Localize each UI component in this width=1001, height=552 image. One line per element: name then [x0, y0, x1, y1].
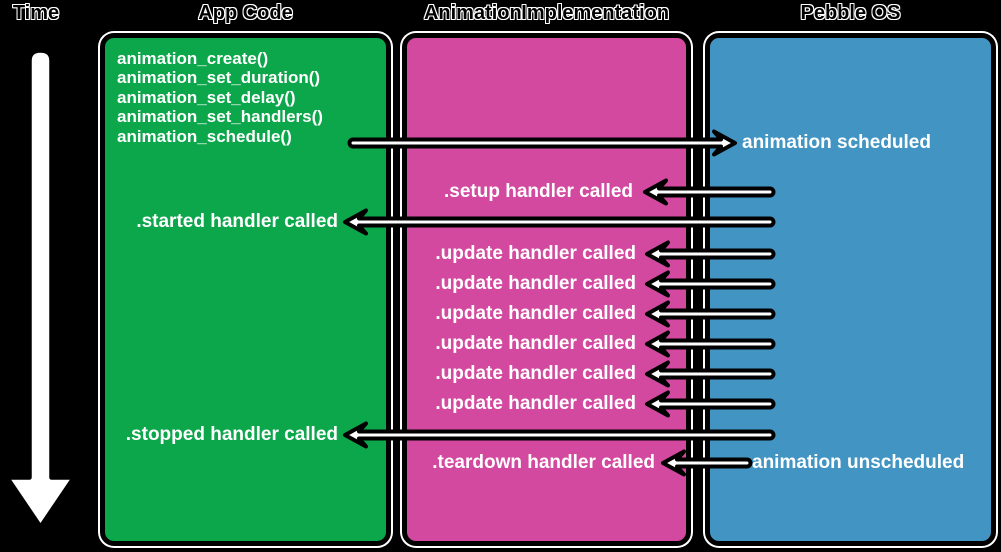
- event-label-app: .started handler called: [136, 211, 338, 232]
- event-label-os: animation scheduled: [742, 132, 931, 153]
- event-label-impl: .update handler called: [435, 273, 636, 294]
- column-header-pebble-os: Pebble OS: [800, 2, 901, 24]
- api-call-line: animation_set_handlers(): [117, 107, 323, 127]
- event-label-impl: .teardown handler called: [432, 452, 655, 473]
- event-label-impl: .update handler called: [435, 243, 636, 264]
- column-header-app-code: App Code: [198, 2, 293, 24]
- event-label-impl: .update handler called: [435, 363, 636, 384]
- api-call-line: animation_schedule(): [117, 126, 292, 146]
- time-down-arrow: [4, 48, 77, 530]
- event-label-impl: .update handler called: [435, 333, 636, 354]
- event-label-os: animation unscheduled: [752, 452, 965, 473]
- column-header-animation-implementation: Animation Implementation: [423, 2, 670, 24]
- event-label-impl: .update handler called: [435, 393, 636, 414]
- animation-implementation-column-box: [402, 33, 691, 546]
- api-call-line: animation_set_delay(): [117, 87, 296, 107]
- api-call-line: animation_set_duration(): [117, 68, 321, 88]
- api-call-list: animation_create() animation_set_duratio…: [117, 49, 323, 146]
- time-axis-label: Time: [12, 2, 60, 24]
- event-label-impl: .setup handler called: [444, 181, 633, 202]
- event-label-app: .stopped handler called: [125, 424, 338, 445]
- api-call-line: animation_create(): [117, 49, 269, 68]
- event-label-impl: .update handler called: [435, 303, 636, 324]
- app-code-column-box: [100, 33, 391, 546]
